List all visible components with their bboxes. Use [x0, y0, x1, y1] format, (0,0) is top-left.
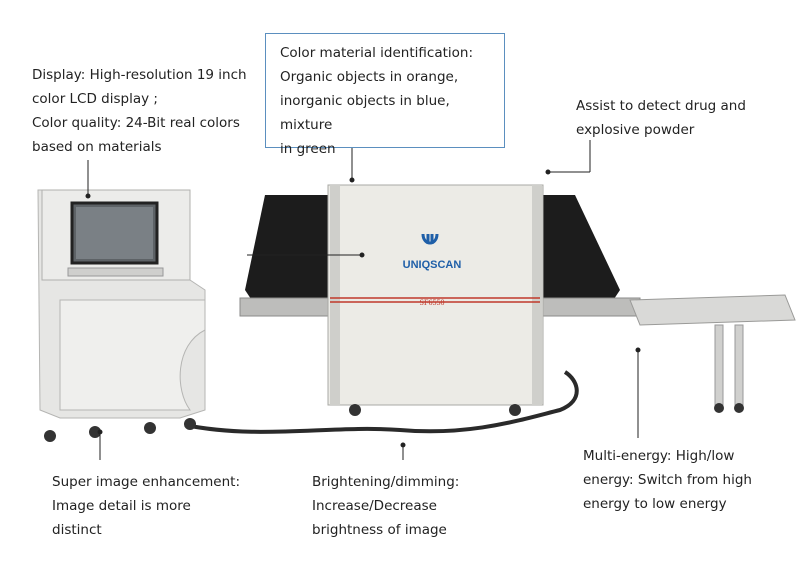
scanner-body [327, 184, 544, 416]
super-image-annotation: Super image enhancement: Image detail is… [52, 474, 241, 538]
multi-energy-annotation: Multi-energy: High/low energy: Switch fr… [583, 448, 752, 512]
display-annotation: Display: High-resolution 19 inch color L… [32, 67, 247, 155]
assist-annotation: Assist to detect drug and explosive powd… [576, 98, 746, 138]
brand-logo-icon [421, 233, 439, 245]
model-label: SF6550 [420, 298, 445, 307]
brand-label: UNIQSCAN [403, 259, 462, 271]
power-cable [184, 370, 579, 434]
operator-console [37, 189, 206, 442]
leader-lines [85, 140, 641, 460]
roller-table [629, 294, 796, 413]
color-identification-callout: Color material identification: Organic o… [265, 33, 505, 157]
brightening-annotation: Brightening/dimming: Increase/Decrease b… [312, 474, 460, 538]
scanner-tunnel [239, 195, 641, 317]
